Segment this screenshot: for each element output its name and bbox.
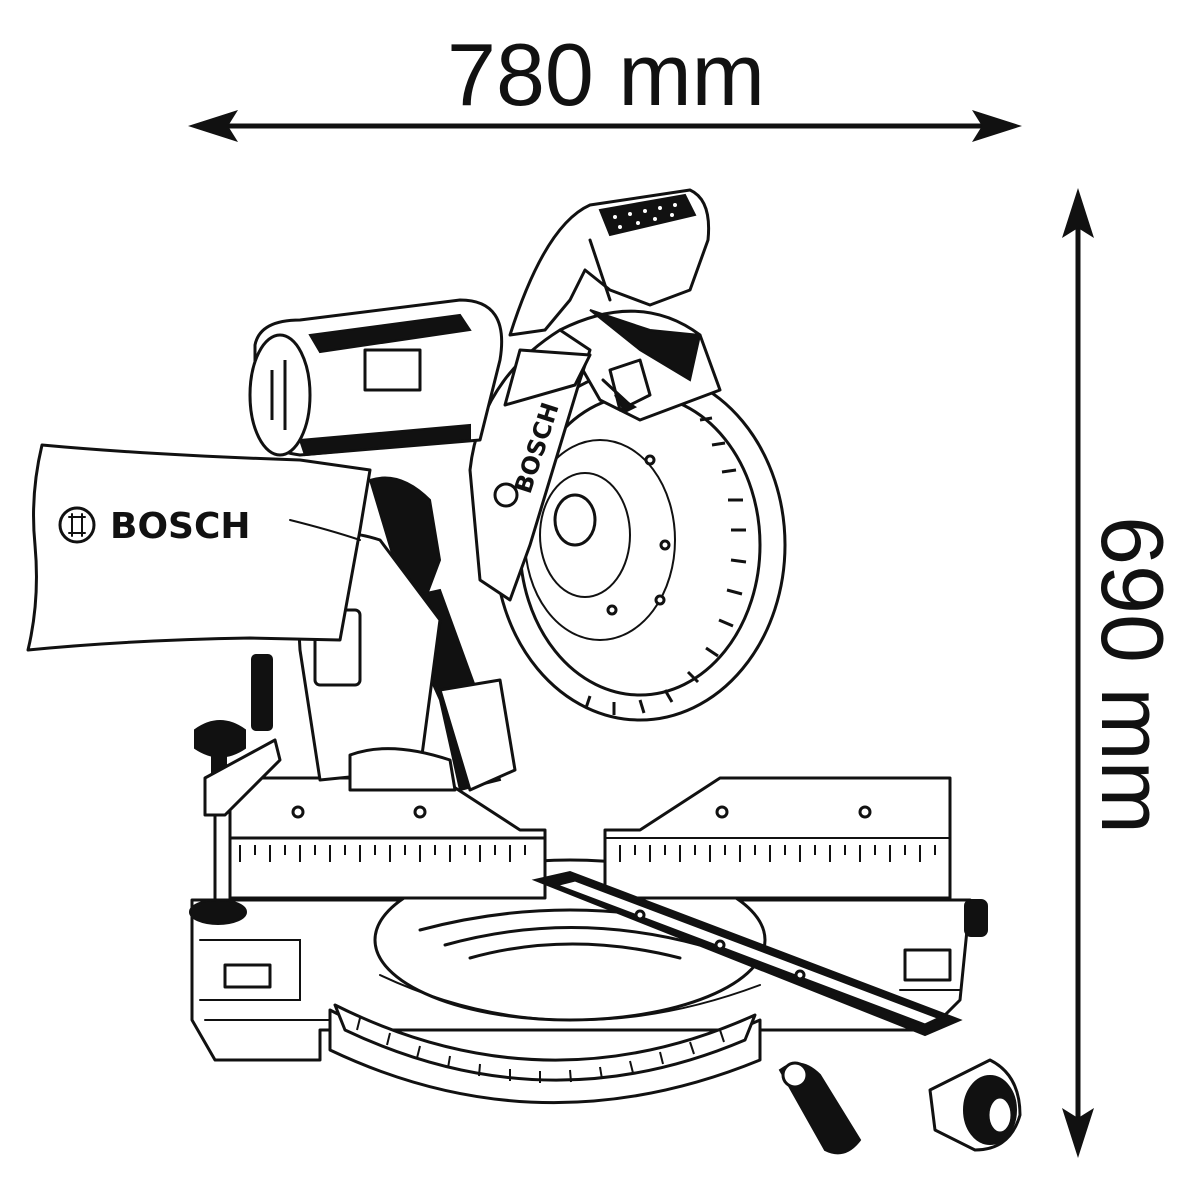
width-dimension: 780 mm xyxy=(188,25,1022,142)
left-fence-scale xyxy=(239,845,526,862)
width-dimension-label: 780 mm xyxy=(447,25,765,124)
height-dimension: 690 mm xyxy=(1062,188,1182,1158)
miter-lock-handle[interactable] xyxy=(778,1061,862,1155)
motor-vents xyxy=(270,360,287,430)
workpiece-clamp[interactable] xyxy=(189,720,282,925)
upper-blade-guard xyxy=(558,309,722,422)
right-fence xyxy=(603,776,952,900)
width-dimension-arrow xyxy=(188,110,1022,142)
dust-bag: BOSCH xyxy=(26,443,372,652)
saw-blade xyxy=(493,368,787,722)
miter-scale-ticks xyxy=(356,1017,725,1083)
right-fence-scale xyxy=(619,845,936,862)
dust-bag-brand-text: BOSCH xyxy=(110,506,251,547)
dust-bag-logo xyxy=(58,506,96,544)
miter-saw-illustration: BOSCH xyxy=(26,188,1022,1155)
miter-scale xyxy=(333,1003,757,1083)
left-fence xyxy=(228,776,547,900)
blade-guard-logo xyxy=(493,482,519,508)
blade-teeth xyxy=(584,416,747,715)
saw-arm: BOSCH xyxy=(468,328,592,602)
front-adjustment-knob[interactable] xyxy=(928,1058,1022,1152)
motor-housing xyxy=(248,298,504,457)
handle-grip-texture xyxy=(613,203,677,229)
saw-handle[interactable] xyxy=(508,188,711,337)
height-dimension-arrow xyxy=(1062,188,1094,1158)
table-insert xyxy=(531,870,963,1037)
bevel-knob[interactable] xyxy=(964,899,988,937)
height-dimension-label: 690 mm xyxy=(1083,516,1182,834)
